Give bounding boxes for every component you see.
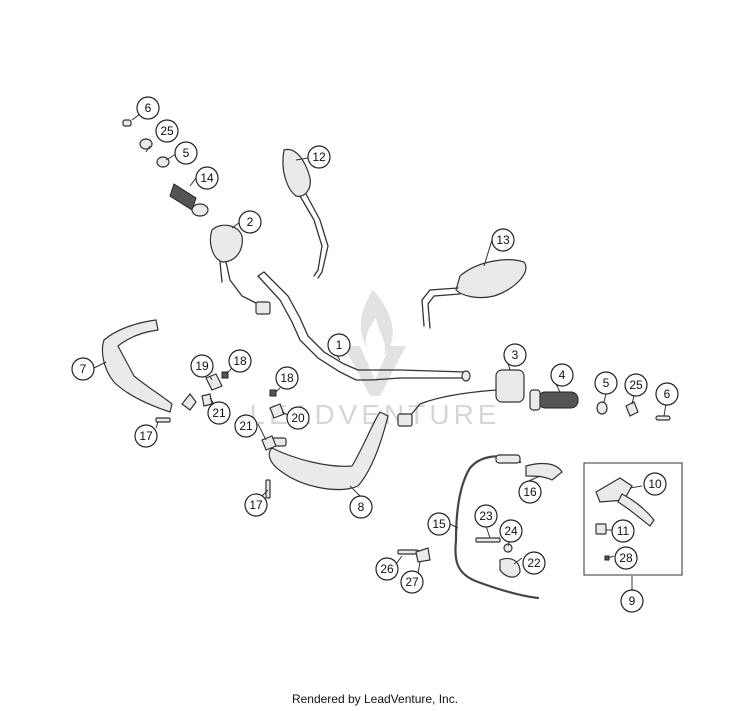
handlebar-part [257,271,471,382]
assembly-box [583,462,683,576]
callout-6-top-left: 6 [136,96,160,120]
callout-11: 11 [611,519,635,543]
footer-credit: Rendered by LeadVenture, Inc. [291,692,459,706]
left-hardware [155,371,229,423]
callout-13: 13 [491,228,515,252]
callout-label: 22 [527,556,541,570]
callout-25-top-left: 25 [155,119,179,143]
callout-17-right: 17 [244,493,268,517]
callout-label: 12 [312,150,326,164]
right-grip-part [529,389,579,411]
left-grip-stack [122,119,209,217]
callout-label: 5 [603,376,610,390]
watermark-v-icon [344,346,406,396]
callout-label: 3 [512,348,519,362]
callout-label: 21 [212,406,226,420]
callout-7: 7 [71,357,95,381]
callout-label: 1 [336,338,343,352]
callout-label: 26 [380,562,394,576]
callout-12: 12 [307,145,331,169]
callout-18-left: 18 [228,349,252,373]
callout-6-right: 6 [655,382,679,406]
lower-hardware-left [397,547,431,563]
watermark: LEADVENTURE [250,290,496,430]
callout-1: 1 [327,333,351,357]
callout-label: 7 [80,362,87,376]
callout-5-top-left: 5 [174,141,198,165]
callout-label: 15 [432,517,446,531]
callout-17-left: 17 [134,424,158,448]
callout-2: 2 [238,210,262,234]
right-hardware [261,389,285,499]
clutch-lever-assembly [583,462,683,576]
watermark-flame-icon [360,290,393,356]
leader-lines [93,107,667,590]
callout-label: 16 [523,485,537,499]
callout-3: 3 [503,343,527,367]
callout-label: 23 [479,509,493,523]
right-mirror-part [421,259,527,329]
callout-label: 20 [291,411,305,425]
callout-label: 10 [648,477,662,491]
left-handguard-part [101,319,197,413]
callout-8: 8 [349,495,373,519]
callout-27: 27 [400,570,424,594]
callout-22: 22 [522,551,546,575]
callout-9: 9 [620,589,644,613]
right-grip-stack [596,401,671,421]
callout-5-right: 5 [594,371,618,395]
callout-label: 5 [183,146,190,160]
callout-label: 9 [629,594,636,608]
callout-23: 23 [474,504,498,528]
callout-10: 10 [643,472,667,496]
callout-28: 28 [614,546,638,570]
callout-21-left: 21 [207,401,231,425]
callout-25-right: 25 [624,373,648,397]
left-mirror-part [282,148,329,279]
callout-21-right: 21 [234,414,258,438]
callout-20: 20 [286,406,310,430]
callout-label: 25 [629,378,643,392]
callout-label: 6 [145,101,152,115]
callout-label: 28 [619,551,633,565]
cable-assembly [454,454,563,600]
callout-15: 15 [427,512,451,536]
callout-label: 14 [200,171,214,185]
callout-label: 11 [617,524,630,538]
callout-label: 19 [195,359,209,373]
callout-label: 4 [559,368,566,382]
callout-26: 26 [375,557,399,581]
callout-label: 21 [239,419,253,433]
callout-4: 4 [550,363,574,387]
callout-24: 24 [499,519,523,543]
callout-label: 18 [280,371,294,385]
callout-16: 16 [518,480,542,504]
callout-label: 27 [405,575,419,589]
callout-18-right: 18 [275,366,299,390]
callout-label: 17 [139,429,153,443]
callout-label: 17 [249,498,263,512]
callout-label: 25 [160,124,174,138]
left-switch-part [209,224,271,315]
callout-label: 13 [496,233,510,247]
callout-19: 19 [190,354,214,378]
right-switch-part [397,369,525,427]
callout-label: 2 [247,215,254,229]
callout-label: 18 [233,354,247,368]
callout-14: 14 [195,166,219,190]
callout-label: 6 [664,387,671,401]
callout-label: 24 [504,524,518,538]
lower-hardware-right [475,537,521,578]
callout-label: 8 [358,500,365,514]
